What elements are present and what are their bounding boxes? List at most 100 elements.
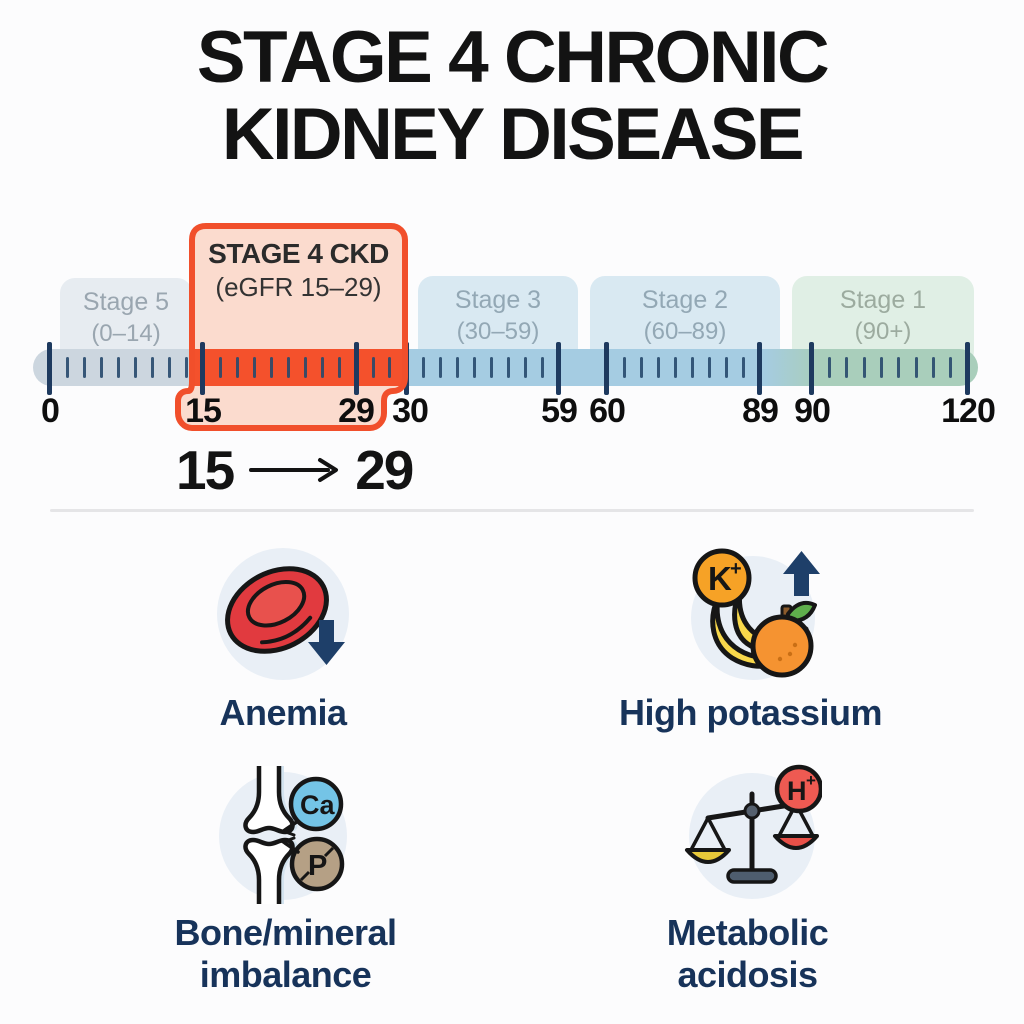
axis-tick-59 <box>556 342 561 395</box>
stage-1-range: (90+) <box>854 318 912 345</box>
axis-minor-tick <box>252 357 256 378</box>
axis-minor-tick <box>99 357 103 378</box>
anemia-label: Anemia <box>219 692 347 733</box>
potassium-badge-label: K <box>708 560 732 597</box>
axis-minor-tick <box>506 357 510 378</box>
axis-minor-tick <box>421 357 425 378</box>
egfr-range-annotation: 15 29 <box>176 438 414 502</box>
stage-3-range: (30–59) <box>456 318 540 345</box>
up-arrow-icon <box>783 551 820 596</box>
hydrogen-badge-sup: + <box>806 771 816 790</box>
right-arrow-icon <box>249 458 339 482</box>
axis-minor-tick <box>897 357 901 378</box>
axis-minor-tick <box>639 357 643 378</box>
axis-tick-60 <box>604 342 609 395</box>
metabolic-acidosis-label-line1: Metabolic <box>666 912 829 953</box>
axis-tick-120 <box>965 342 970 395</box>
axis-minor-tick <box>914 357 918 378</box>
bone-mineral-label: Bone/mineral imbalance <box>128 912 443 996</box>
axis-minor-tick <box>167 357 171 378</box>
axis-minor-tick <box>741 357 745 378</box>
tick-label-0: 0 <box>41 392 60 430</box>
axis-minor-tick <box>489 357 493 378</box>
axis-tick-90 <box>809 342 814 395</box>
page-title-line1: STAGE 4 CHRONIC <box>196 17 830 98</box>
axis-minor-tick <box>287 357 291 378</box>
hydrogen-badge-label: H <box>787 776 807 806</box>
axis-minor-tick <box>65 357 69 378</box>
tick-label-120: 120 <box>941 392 996 430</box>
axis-minor-tick <box>523 357 527 378</box>
knee-joint-icon: Ca P <box>219 766 347 904</box>
axis-minor-tick <box>184 357 188 378</box>
stage-1-name: Stage 1 <box>839 286 927 314</box>
axis-minor-tick <box>269 357 273 378</box>
axis-minor-tick <box>879 357 883 378</box>
annotation-to: 29 <box>355 439 414 501</box>
axis-minor-tick <box>82 357 86 378</box>
tick-label-59: 59 <box>541 392 578 430</box>
axis-minor-tick <box>218 357 222 378</box>
tick-label-60: 60 <box>589 392 626 430</box>
axis-minor-tick <box>931 357 935 378</box>
potassium-badge-sup: + <box>730 558 742 580</box>
axis-minor-tick <box>388 357 392 378</box>
axis-tick-29 <box>354 342 359 395</box>
calcium-badge-label: Ca <box>300 790 335 820</box>
axis-minor-tick <box>707 357 711 378</box>
axis-minor-tick <box>540 357 544 378</box>
tick-label-89: 89 <box>742 392 779 430</box>
axis-minor-tick <box>690 357 694 378</box>
axis-minor-tick <box>656 357 660 378</box>
calcium-badge <box>288 776 344 832</box>
metabolic-acidosis-label: Metabolic acidosis <box>595 912 900 996</box>
axis-minor-tick <box>827 357 831 378</box>
axis-minor-tick <box>845 357 849 378</box>
axis-minor-tick <box>321 357 325 378</box>
axis-tick-15 <box>200 342 205 395</box>
phosphorus-badge-label: P <box>308 850 327 882</box>
axis-tick-0 <box>47 342 52 395</box>
scale-base <box>726 868 778 884</box>
axis-minor-tick <box>304 357 308 378</box>
stage-2-range: (60–89) <box>643 318 727 345</box>
metabolic-acidosis-label-line2: acidosis <box>677 954 818 995</box>
red-blood-cell-down-icon <box>217 548 349 680</box>
high-potassium-icon: K + <box>682 542 822 682</box>
page-title-line2: KIDNEY DISEASE <box>221 93 805 175</box>
axis-tick-89 <box>757 342 762 395</box>
down-arrow-icon <box>308 620 345 665</box>
stage-4-name: STAGE 4 CKD <box>208 238 389 269</box>
axis-minor-tick <box>673 357 677 378</box>
stage-5-range: (0–14) <box>91 320 161 347</box>
axis-minor-tick <box>455 357 459 378</box>
axis-minor-tick <box>150 357 154 378</box>
axis-minor-tick <box>338 357 342 378</box>
annotation-from: 15 <box>176 439 235 501</box>
tick-label-30: 30 <box>392 392 429 430</box>
bone-mineral-label-line2: imbalance <box>199 954 372 995</box>
axis-minor-tick <box>371 357 375 378</box>
tick-label-90: 90 <box>794 392 831 430</box>
axis-minor-tick <box>235 357 239 378</box>
axis-minor-tick <box>133 357 137 378</box>
balance-scale-icon: H + <box>685 764 824 899</box>
axis-minor-tick <box>724 357 728 378</box>
axis-minor-tick <box>438 357 442 378</box>
bananas-orange-up-icon: K + <box>691 548 820 680</box>
stage-5-name: Stage 5 <box>82 288 170 316</box>
metabolic-acidosis-icon: H + <box>682 762 824 902</box>
bone-mineral-icon: Ca P <box>213 764 353 904</box>
stage-3-name: Stage 3 <box>454 286 542 314</box>
bone-mineral-label-line1: Bone/mineral <box>174 912 397 953</box>
hydrogen-badge <box>774 764 824 814</box>
tick-label-15: 15 <box>185 392 222 430</box>
stage-4-range: (eGFR 15–29) <box>215 272 382 302</box>
axis-minor-tick <box>472 357 476 378</box>
axis-minor-tick <box>116 357 120 378</box>
high-potassium-label: High potassium <box>618 692 883 733</box>
axis-minor-tick <box>622 357 626 378</box>
axis-minor-tick <box>862 357 866 378</box>
stage-2-name: Stage 2 <box>641 286 729 314</box>
